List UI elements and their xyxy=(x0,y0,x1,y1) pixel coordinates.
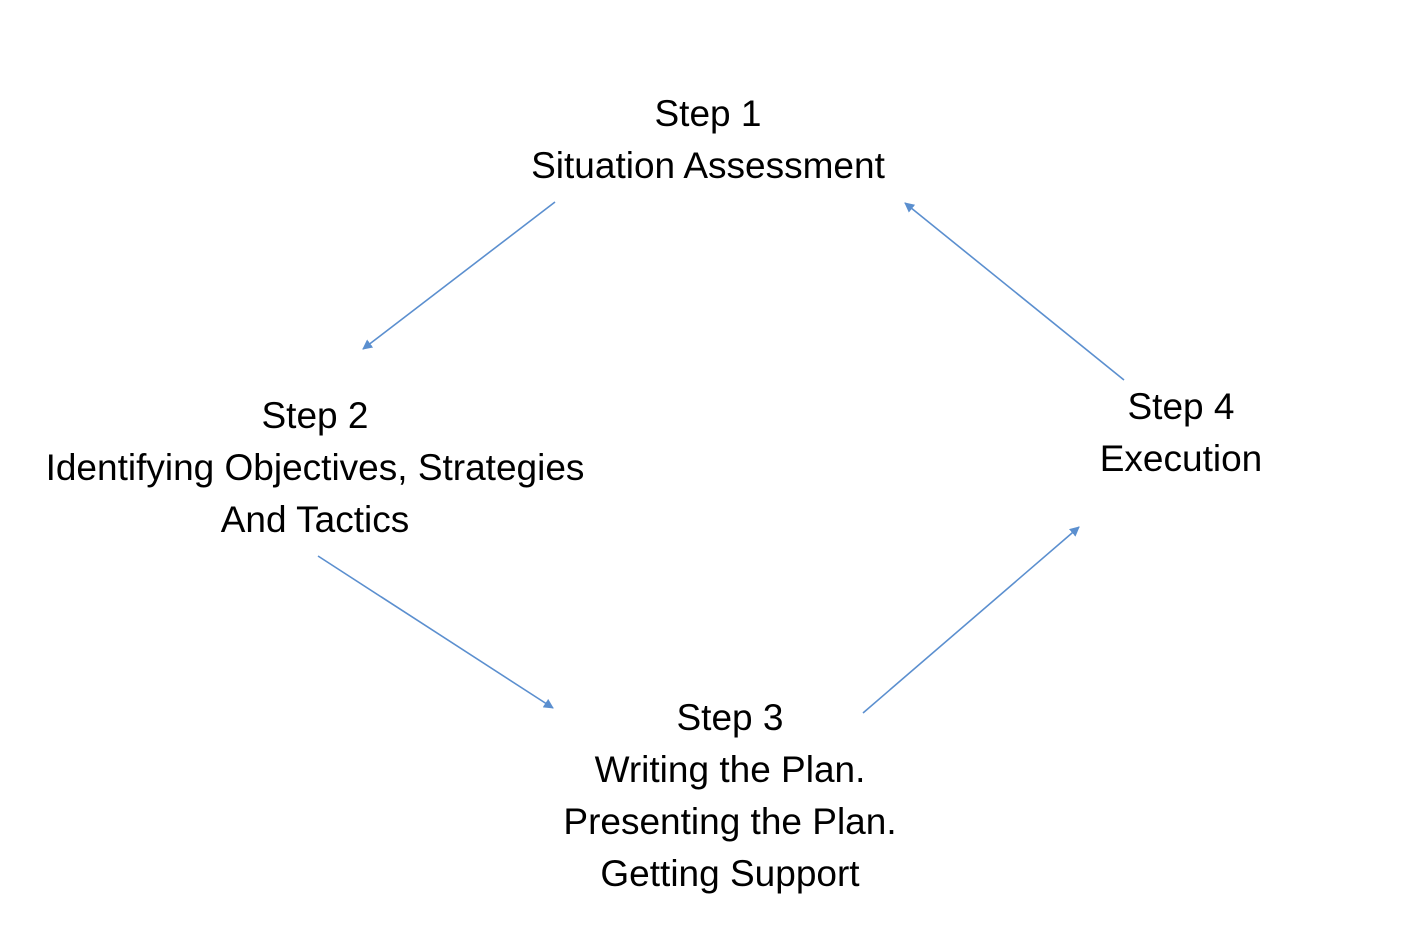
step-2-description-line-2: And Tactics xyxy=(220,499,410,540)
step-3-title: Step 3 xyxy=(676,697,784,738)
step-4-title: Step 4 xyxy=(1127,386,1235,427)
arrow-step3-to-step4 xyxy=(862,526,1080,714)
step-3-description-line-2: Presenting the Plan. xyxy=(563,801,897,842)
arrow-step4-to-step1 xyxy=(904,202,1125,381)
step-4-description: Execution xyxy=(1099,438,1263,479)
step-1-title: Step 1 xyxy=(654,93,762,134)
step-4-node: Step 4 Execution xyxy=(1031,381,1331,485)
step-3-description-line-3: Getting Support xyxy=(600,853,860,894)
arrow-step1-to-step2 xyxy=(362,201,556,350)
step-2-description-line-1: Identifying Objectives, Strategies xyxy=(45,447,585,488)
step-1-node: Step 1 Situation Assessment xyxy=(458,88,958,192)
step-2-title: Step 2 xyxy=(261,395,369,436)
step-3-description-line-1: Writing the Plan. xyxy=(594,749,866,790)
arrow-step2-to-step3 xyxy=(317,555,554,709)
step-2-node: Step 2 Identifying Objectives, Strategie… xyxy=(15,390,615,546)
step-1-description: Situation Assessment xyxy=(531,145,885,186)
step-3-node: Step 3 Writing the Plan. Presenting the … xyxy=(480,692,980,900)
